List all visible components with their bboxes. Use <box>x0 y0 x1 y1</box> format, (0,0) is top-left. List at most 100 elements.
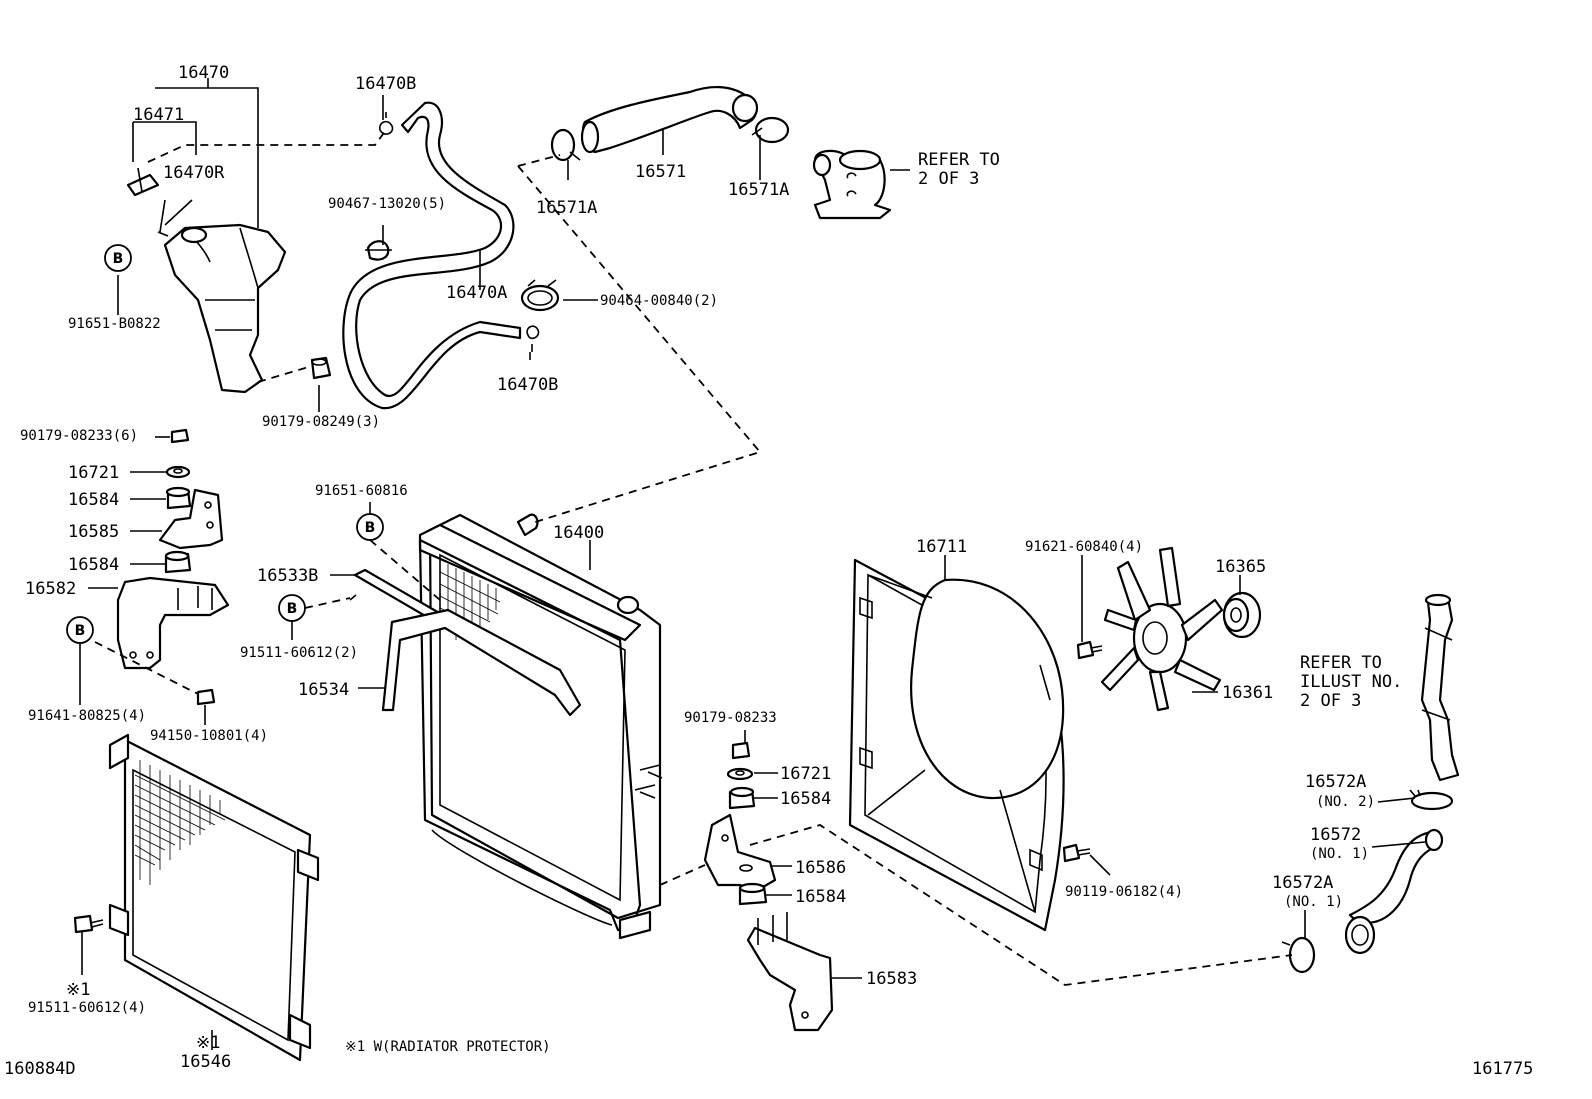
hose-clamp-16571A-right <box>751 116 790 144</box>
label-16582: 16582 <box>25 579 76 599</box>
nut-94150-10801 <box>196 688 216 706</box>
fan-shroud <box>848 558 1065 932</box>
label-16400: 16400 <box>553 523 604 543</box>
label-16584-d: 16584 <box>795 887 846 907</box>
label-16572A-no1-sub: (NO. 1) <box>1284 894 1343 910</box>
label-16470: 16470 <box>178 63 229 83</box>
label-16584-c: 16584 <box>780 789 831 809</box>
cushion-16584-b <box>164 550 192 574</box>
label-16546: 16546 <box>180 1052 231 1072</box>
label-16534: 16534 <box>298 680 349 700</box>
reservoir-tank <box>163 223 287 394</box>
label-16572A-no2: 16572A <box>1305 772 1366 792</box>
fluid-coupling <box>1222 591 1262 639</box>
grommet-90179-08249 <box>310 356 332 380</box>
bolt-91511-60612-4 <box>73 914 104 934</box>
cooling-fan <box>1100 546 1224 712</box>
marker-b-1: B <box>104 244 132 272</box>
leader-lines <box>79 78 1426 1050</box>
label-91651-B0822: 91651-B0822 <box>68 316 161 332</box>
hose-clip-bottom <box>526 325 540 352</box>
cushion-16584-c <box>728 786 756 810</box>
label-16571A-right: 16571A <box>728 180 789 200</box>
radiator-protector <box>108 733 320 1062</box>
label-90179-08249: 90179-08249(3) <box>262 414 380 430</box>
cushion-16584-a <box>165 486 192 510</box>
label-refer-hose-1: REFER TO <box>1300 653 1382 673</box>
label-16571A-left: 16571A <box>536 198 597 218</box>
label-16585: 16585 <box>68 522 119 542</box>
marker-b-3: B <box>278 594 306 622</box>
label-refer-hose-2: ILLUST NO. <box>1300 672 1402 692</box>
label-90467-13020: 90467-13020(5) <box>328 196 446 212</box>
label-16572A-no1: 16572A <box>1272 873 1333 893</box>
label-refer-hose-3: 2 OF 3 <box>1300 691 1361 711</box>
label-16471: 16471 <box>133 105 184 125</box>
label-mark-16546: ※1 <box>196 1033 220 1053</box>
label-refer-thermostat-1: REFER TO <box>918 150 1000 170</box>
bolt-91621-60840 <box>1076 640 1103 660</box>
label-16586: 16586 <box>795 858 846 878</box>
label-90119-06182: 90119-06182(4) <box>1065 884 1183 900</box>
nut-90179-08233-left <box>170 428 190 444</box>
overflow-hose <box>342 101 522 410</box>
image-code-right: 161775 <box>1472 1059 1533 1079</box>
label-16365: 16365 <box>1215 557 1266 577</box>
label-mark-91511-60612-4: ※1 <box>66 980 90 1000</box>
protector-mesh <box>134 760 226 885</box>
label-16470B-bottom: 16470B <box>497 375 558 395</box>
label-90179-08233-6: 90179-08233(6) <box>20 428 138 444</box>
cushion-16584-d <box>738 882 768 906</box>
label-16572-sub: (NO. 1) <box>1310 846 1369 862</box>
bracket-16585 <box>158 488 224 550</box>
bracket-16583 <box>746 912 834 1032</box>
label-94150-10801: 94150-10801(4) <box>150 728 268 744</box>
dashed-reference-lines <box>94 129 1293 986</box>
label-refer-thermostat-2: 2 OF 3 <box>918 169 979 189</box>
label-16721-left: 16721 <box>68 463 119 483</box>
label-91621-60840: 91621-60840(4) <box>1025 539 1143 555</box>
bracket-16586 <box>703 813 777 892</box>
upper-radiator-hose <box>580 86 759 154</box>
washer-16721-left <box>165 465 191 479</box>
radiator-hose-16572 <box>1344 828 1444 955</box>
hose-clamp-90467 <box>365 240 392 261</box>
label-90464-00840: 90464-00840(2) <box>600 293 718 309</box>
label-91511-60612-4: 91511-60612(4) <box>28 1000 146 1016</box>
marker-b-4: B <box>66 616 94 644</box>
reservoir-cap <box>126 167 160 197</box>
label-16361: 16361 <box>1222 683 1273 703</box>
label-91651-60816: 91651-60816 <box>315 483 408 499</box>
thermostat-housing <box>812 149 892 220</box>
bolt-90119-06182 <box>1062 843 1091 863</box>
bracket-16582 <box>116 576 230 670</box>
marker-b-2: B <box>356 513 384 541</box>
radiator-assembly <box>418 513 663 940</box>
label-16470R: 16470R <box>163 163 225 183</box>
hose-clamp-16572A-no2 <box>1409 789 1454 811</box>
label-16572A-no2-sub: (NO. 2) <box>1316 794 1375 810</box>
footnote-radiator-protector: ※1 W(RADIATOR PROTECTOR) <box>345 1039 551 1055</box>
label-16571: 16571 <box>635 162 686 182</box>
label-16584-b: 16584 <box>68 555 119 575</box>
svg-text:B: B <box>365 520 376 536</box>
label-90179-08233: 90179-08233 <box>684 710 777 726</box>
washer-16721-right <box>726 767 754 781</box>
label-16470A: 16470A <box>446 283 507 303</box>
nut-90179-08233-right <box>731 741 751 760</box>
label-16572: 16572 <box>1310 825 1361 845</box>
label-16584-a: 16584 <box>68 490 119 510</box>
label-16711: 16711 <box>916 537 967 557</box>
label-16533B: 16533B <box>257 566 318 586</box>
svg-text:B: B <box>113 251 124 267</box>
label-91641-80825: 91641-80825(4) <box>28 708 146 724</box>
image-code-left: 160884D <box>4 1059 76 1079</box>
label-16470B-top: 16470B <box>355 74 416 94</box>
label-16583: 16583 <box>866 969 917 989</box>
stay-16534 <box>381 608 582 717</box>
svg-text:B: B <box>75 623 86 639</box>
hose-clip-top <box>378 112 394 135</box>
water-hose-upper-right <box>1420 593 1460 782</box>
overflow-pipe <box>157 199 169 237</box>
